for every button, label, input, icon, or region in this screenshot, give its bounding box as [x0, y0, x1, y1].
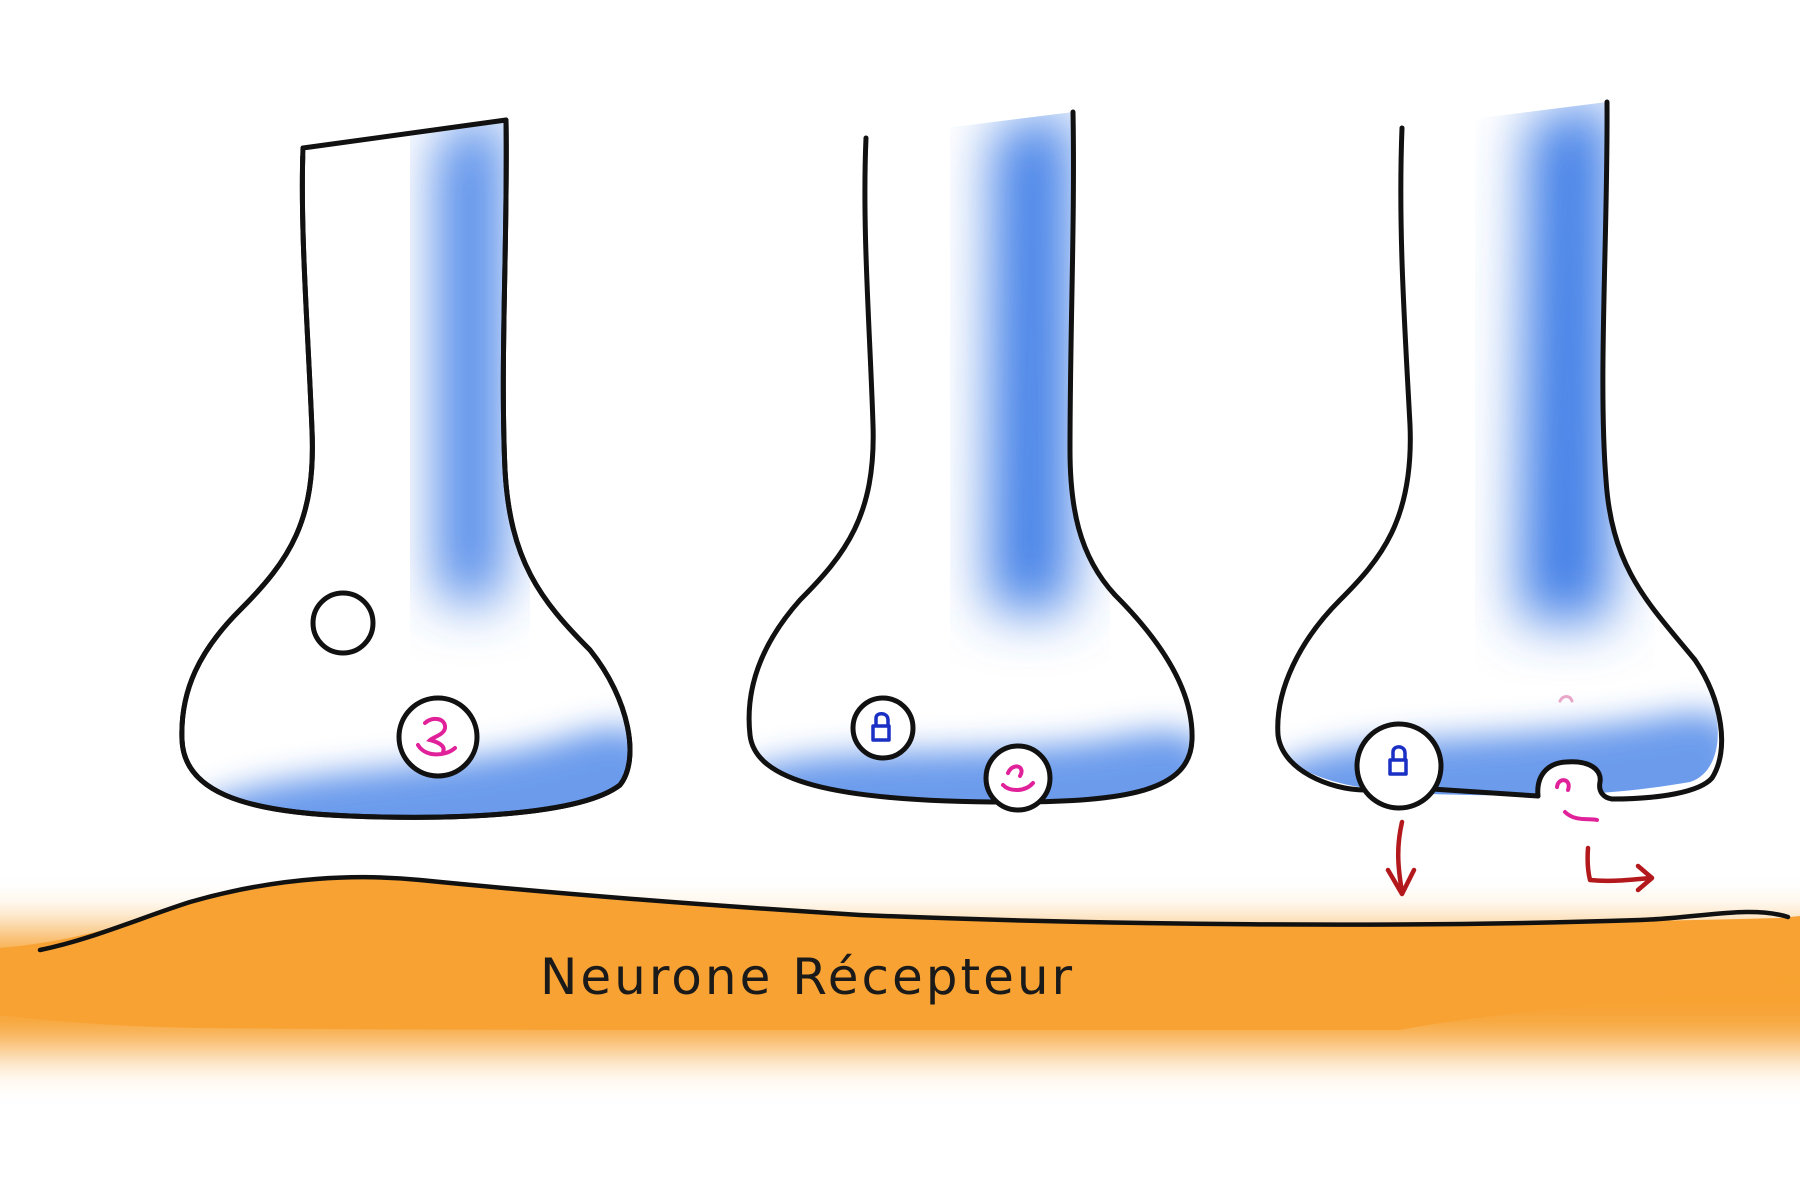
neurotransmitter-vesicle — [396, 695, 480, 779]
receptor-neuron — [0, 874, 1800, 1050]
receptor-neuron-label: Neurone Récepteur — [540, 948, 1076, 1006]
axon-blue-shading — [440, 120, 500, 600]
neurotransmitter-icon — [416, 716, 457, 757]
padlock-icon — [1388, 745, 1408, 776]
terminal-release — [1275, 99, 1725, 897]
neurotransmitter-vesicle — [983, 743, 1053, 813]
lock-vesicle-fusing — [1354, 721, 1444, 811]
padlock-icon — [871, 712, 891, 742]
terminal-resting — [160, 117, 660, 860]
release-arrow-icon — [1585, 845, 1655, 893]
lock-vesicle — [850, 695, 916, 761]
receptor-body — [0, 877, 1800, 1030]
receptor-membrane — [37, 874, 1791, 953]
terminal-docking — [746, 109, 1195, 813]
neurotransmitter-icon — [1555, 778, 1599, 822]
neurotransmitter-released — [1535, 695, 1615, 822]
down-arrow-icon — [1385, 819, 1417, 897]
empty-vesicle — [310, 590, 376, 656]
terminal-bottom-shading — [181, 728, 630, 818]
neurotransmitter-icon — [1001, 764, 1035, 792]
